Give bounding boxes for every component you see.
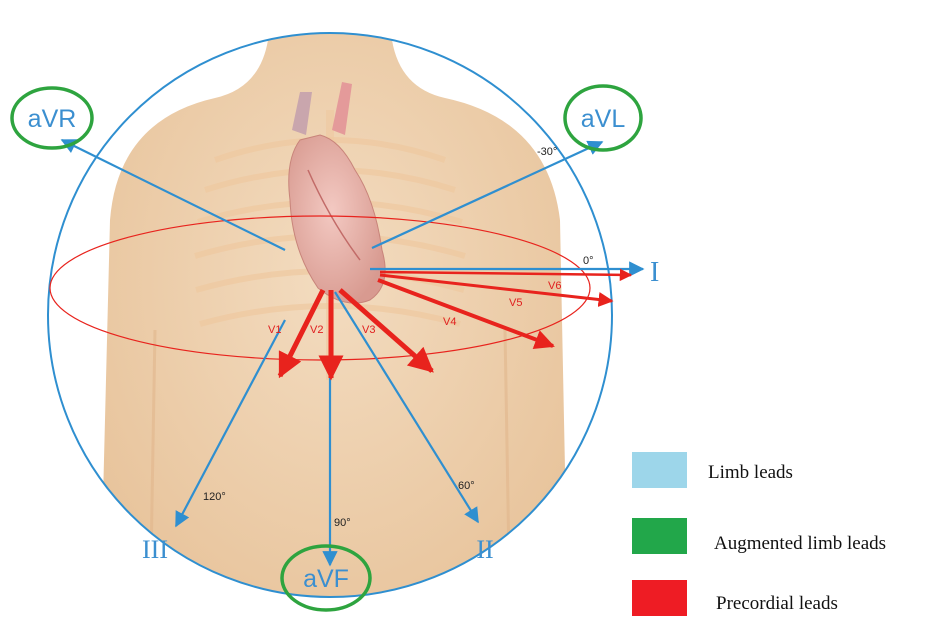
label-avl: aVL — [581, 105, 626, 133]
legend-swatch-limb — [632, 452, 687, 488]
angle-zero: 0° — [583, 255, 594, 267]
legend-label-limb: Limb leads — [708, 462, 793, 484]
angle-one-twenty: 120° — [203, 491, 226, 503]
angle-ninety: 90° — [334, 517, 351, 529]
legend-swatch-precordial — [632, 580, 687, 616]
label-i: I — [650, 257, 659, 288]
legend-label-precordial: Precordial leads — [716, 593, 838, 615]
label-v6: V6 — [548, 280, 561, 292]
label-avr: aVR — [28, 105, 77, 133]
label-v2: V2 — [310, 324, 323, 336]
angle-minus30: -30° — [537, 146, 557, 158]
label-v4: V4 — [443, 316, 456, 328]
legend-swatch-augmented — [632, 518, 687, 554]
label-iii: III — [142, 535, 168, 564]
label-v5: V5 — [509, 297, 522, 309]
label-v1: V1 — [268, 324, 281, 336]
label-ii: II — [476, 535, 493, 564]
angle-sixty: 60° — [458, 480, 475, 492]
label-avf: aVF — [303, 565, 349, 593]
label-v3: V3 — [362, 324, 375, 336]
legend-label-augmented: Augmented limb leads — [714, 533, 886, 555]
